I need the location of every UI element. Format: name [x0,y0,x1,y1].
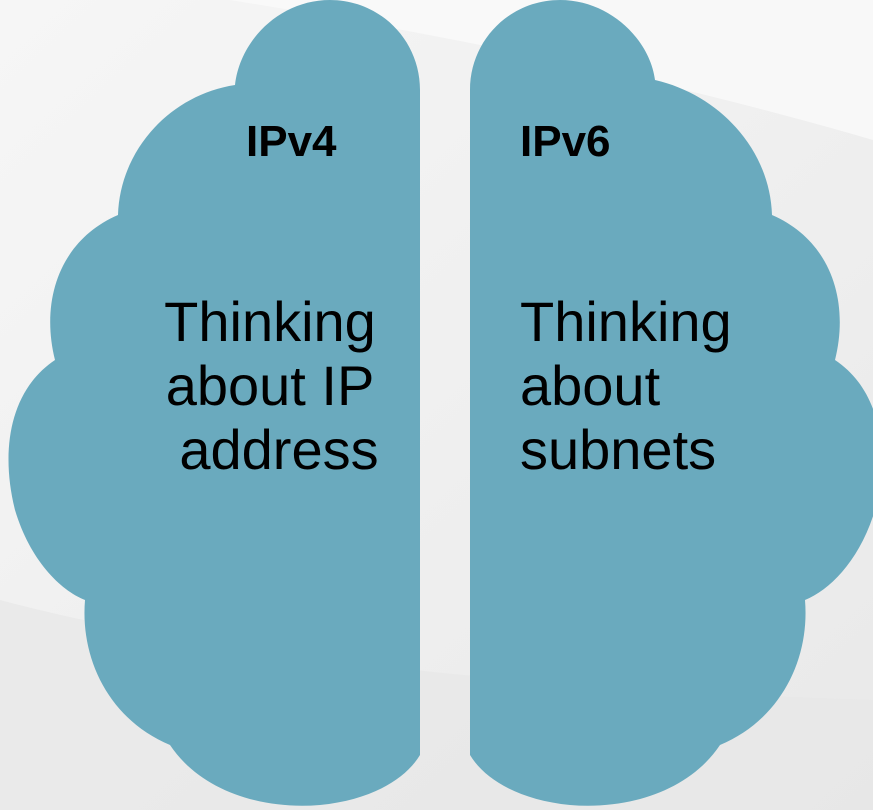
ipv4-description: Thinking about IP address [150,290,390,482]
ipv6-description-line-2: about [520,354,661,417]
ipv6-description: Thinking about subnets [520,290,780,482]
ipv6-description-line-3: subnets [520,418,717,481]
left-hemisphere-outline [8,0,421,806]
ipv4-description-line-3: address [179,418,379,481]
ipv4-title: IPv4 [246,117,337,166]
ipv4-description-line-1: Thinking [164,290,376,353]
left-hemisphere [8,0,421,806]
ipv4-description-line-2: about IP [165,354,375,417]
right-hemisphere-outline [470,0,873,806]
ipv6-description-line-1: Thinking [520,290,732,353]
right-hemisphere [470,0,873,806]
ipv6-title: IPv6 [520,117,611,166]
